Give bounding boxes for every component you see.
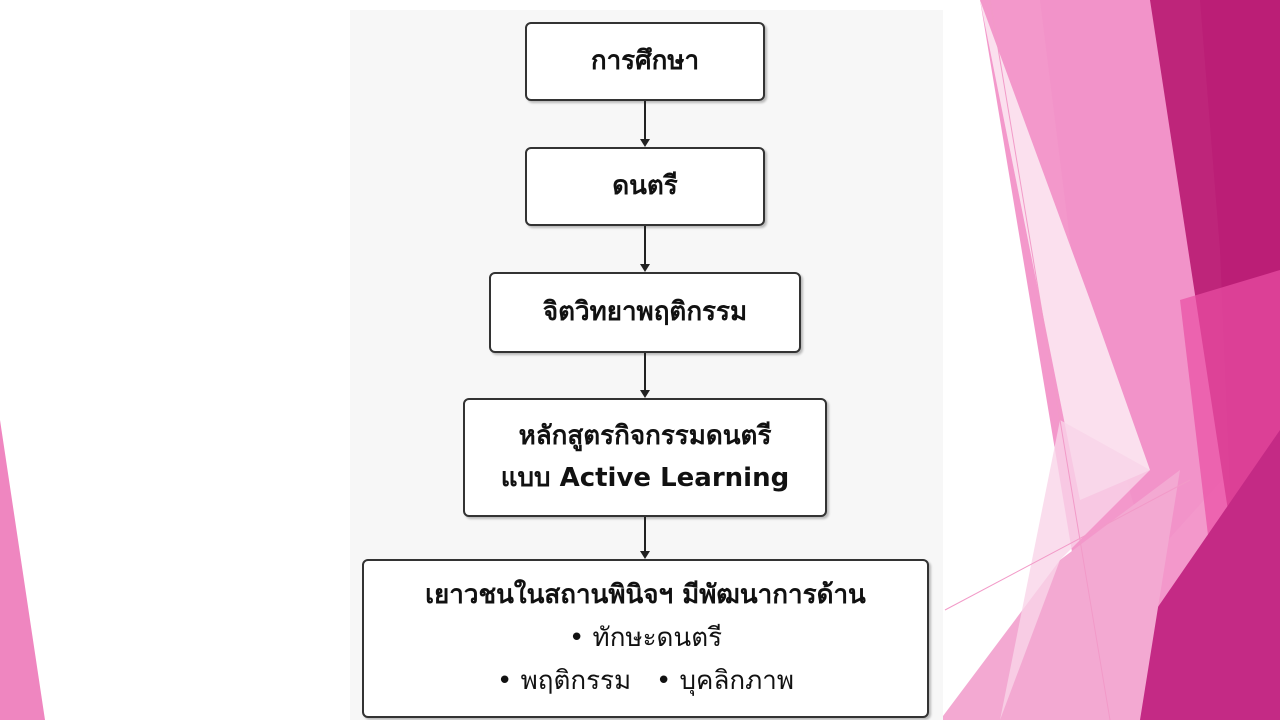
arrow-down bbox=[640, 517, 650, 559]
outcome-bullet-behavior: • พฤติกรรม bbox=[496, 665, 632, 696]
flow-step-music: ดนตรี bbox=[525, 147, 765, 226]
step-label: ดนตรี bbox=[612, 170, 678, 201]
outcome-bullet-music-skills: • ทักษะดนตรี bbox=[568, 623, 723, 654]
arrow-down bbox=[640, 353, 650, 398]
arrow-down bbox=[640, 101, 650, 147]
outcome-bullets-row: • พฤติกรรม • บุคลิกภาพ bbox=[497, 660, 794, 703]
step-label: การศึกษา bbox=[590, 45, 700, 76]
flow-step-education: การศึกษา bbox=[525, 22, 765, 101]
step-label-line1: หลักสูตรกิจกรรมดนตรี bbox=[518, 420, 772, 451]
flow-step-outcomes: เยาวชนในสถานพินิจฯ มีพัฒนาการด้าน • ทักษ… bbox=[362, 559, 929, 718]
flow-step-behavioral-psychology: จิตวิทยาพฤติกรรม bbox=[489, 272, 801, 353]
arrow-down bbox=[640, 226, 650, 272]
outcome-bullet-personality: • บุคลิกภาพ bbox=[655, 665, 795, 696]
flow-step-curriculum: หลักสูตรกิจกรรมดนตรี แบบ Active Learning bbox=[463, 398, 827, 517]
step-label: จิตวิทยาพฤติกรรม bbox=[542, 296, 748, 327]
step-label-line2: แบบ Active Learning bbox=[500, 462, 790, 493]
outcome-title: เยาวชนในสถานพินิจฯ มีพัฒนาการด้าน bbox=[425, 580, 866, 611]
